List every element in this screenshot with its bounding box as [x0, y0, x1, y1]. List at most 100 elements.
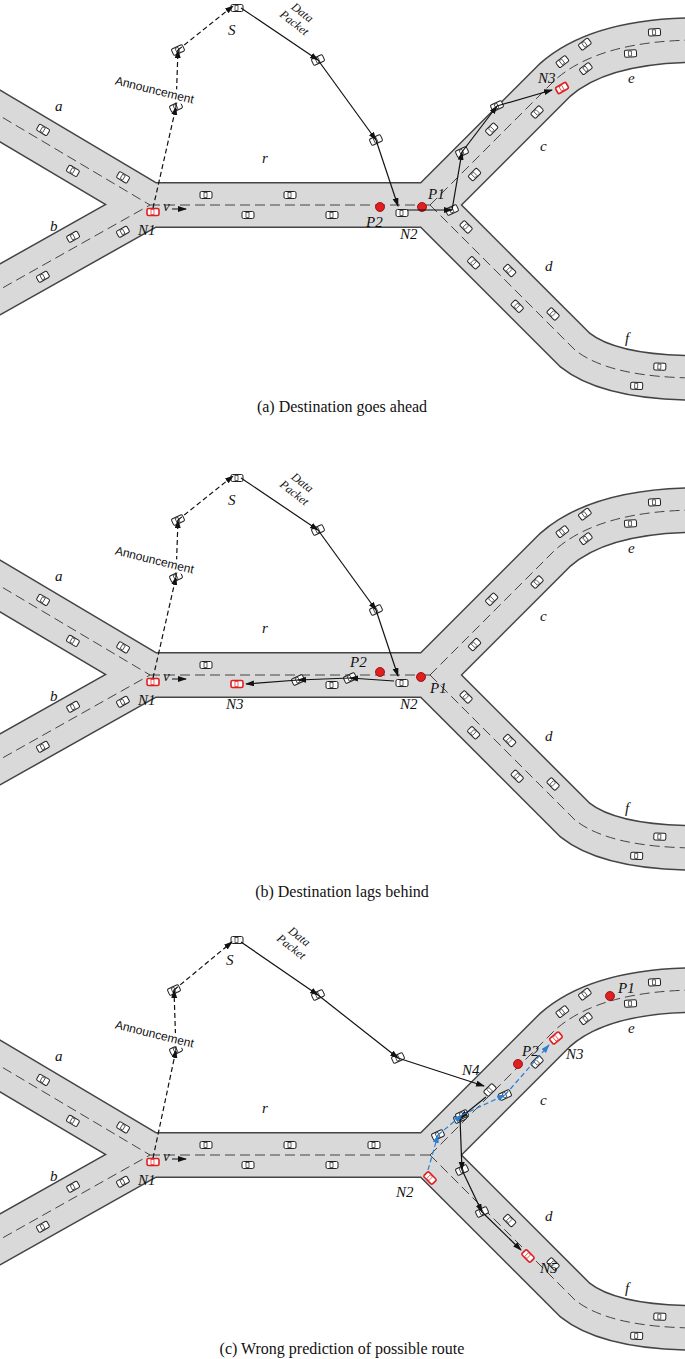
vehicle-window: [559, 85, 564, 91]
vehicle: [546, 777, 559, 790]
vehicle: [648, 28, 660, 36]
vehicle: [36, 124, 50, 136]
vehicle-window: [427, 1175, 433, 1181]
vehicle-window: [204, 193, 207, 198]
panel: [0, 937, 685, 1340]
vehicle-window: [534, 580, 540, 586]
vehicle: [648, 978, 660, 986]
vehicle-window: [120, 1179, 125, 1185]
vehicle-window: [635, 1333, 638, 1338]
target-vehicle: [549, 1031, 563, 1044]
vehicle: [578, 38, 592, 51]
vehicle-window: [582, 992, 587, 998]
vehicle-window: [151, 1160, 154, 1165]
vehicle-window: [658, 1314, 661, 1319]
map-label: N4: [462, 1062, 480, 1079]
vehicle: [326, 1162, 338, 1169]
velocity-arrow: [172, 1159, 186, 1160]
map-label: N3: [566, 1046, 584, 1063]
map-label: d: [545, 728, 553, 745]
vehicle: [66, 635, 80, 647]
vehicle: [467, 726, 480, 739]
map-label: N3: [538, 70, 556, 87]
vehicle: [530, 105, 543, 118]
hop-arrow: [376, 610, 398, 676]
vehicle: [200, 1142, 212, 1149]
map-label: r: [262, 620, 268, 637]
vehicle-window: [400, 211, 403, 216]
vehicle: [36, 741, 50, 753]
vehicle: [555, 55, 569, 68]
vehicle: [503, 734, 516, 747]
hop-arrow: [153, 1050, 176, 1158]
vehicle-window: [120, 644, 125, 650]
vehicle: [36, 1221, 50, 1233]
vehicle: [648, 498, 660, 506]
hop-arrow: [174, 942, 232, 990]
vehicle: [200, 662, 212, 669]
hop-arrow: [153, 577, 176, 678]
vehicle: [116, 696, 130, 708]
hop-arrow: [318, 995, 398, 1058]
vehicle-window: [235, 682, 238, 687]
target-vehicle: [147, 209, 159, 216]
map-label: e: [628, 70, 635, 87]
map-label: b: [50, 688, 58, 705]
vehicle-window: [471, 642, 477, 648]
vehicle-window: [559, 1009, 564, 1015]
vehicle-window: [525, 1253, 531, 1259]
vehicle: [624, 520, 636, 528]
map-label: N1: [138, 692, 156, 709]
vehicle-window: [506, 1217, 512, 1223]
vehicle: [468, 638, 481, 651]
vehicle: [654, 363, 666, 370]
vehicle-window: [488, 127, 494, 133]
vehicle-window: [628, 1001, 631, 1006]
road-edge: [0, 990, 685, 1328]
map-label: P1: [430, 680, 447, 697]
vehicle-window: [559, 59, 564, 65]
map-label: c: [540, 1092, 547, 1109]
vehicle: [66, 165, 80, 177]
vehicle-window: [506, 267, 512, 273]
map-label: S: [228, 492, 236, 509]
vehicle: [467, 256, 480, 269]
vehicle-window: [463, 224, 469, 230]
lane-line: [0, 40, 685, 378]
map-label: v: [163, 198, 170, 215]
vehicle-window: [70, 1118, 75, 1124]
map-label: P1: [428, 186, 445, 203]
vehicle: [66, 1181, 80, 1193]
vehicle-window: [559, 529, 564, 535]
map-label: a: [55, 568, 63, 585]
vehicle-window: [288, 193, 291, 198]
vehicle: [36, 594, 50, 606]
map-label: N2: [400, 226, 418, 243]
vehicle-window: [652, 30, 655, 35]
vehicle-window: [120, 699, 125, 705]
vehicle-window: [235, 938, 238, 943]
vehicle-window: [40, 274, 45, 280]
vehicle-window: [652, 980, 655, 985]
vehicle-window: [463, 694, 469, 700]
vehicle: [36, 271, 50, 283]
vehicle-window: [471, 172, 477, 178]
map-label: P2: [522, 1043, 539, 1060]
hop-arrow: [462, 1170, 482, 1212]
hop-arrow: [376, 140, 398, 206]
vehicle: [66, 231, 80, 243]
map-label: b: [50, 1168, 58, 1185]
hop-arrow: [350, 678, 394, 681]
target-vehicle: [521, 1249, 534, 1262]
vehicle: [242, 1162, 254, 1169]
vehicle-window: [628, 521, 631, 526]
hop-arrow: [318, 530, 376, 610]
vehicle-window: [40, 1077, 45, 1083]
panel: [0, 475, 685, 860]
vehicle: [36, 1074, 50, 1086]
map-label: r: [262, 150, 268, 167]
vehicle-window: [514, 773, 520, 779]
vehicle: [116, 1176, 130, 1188]
